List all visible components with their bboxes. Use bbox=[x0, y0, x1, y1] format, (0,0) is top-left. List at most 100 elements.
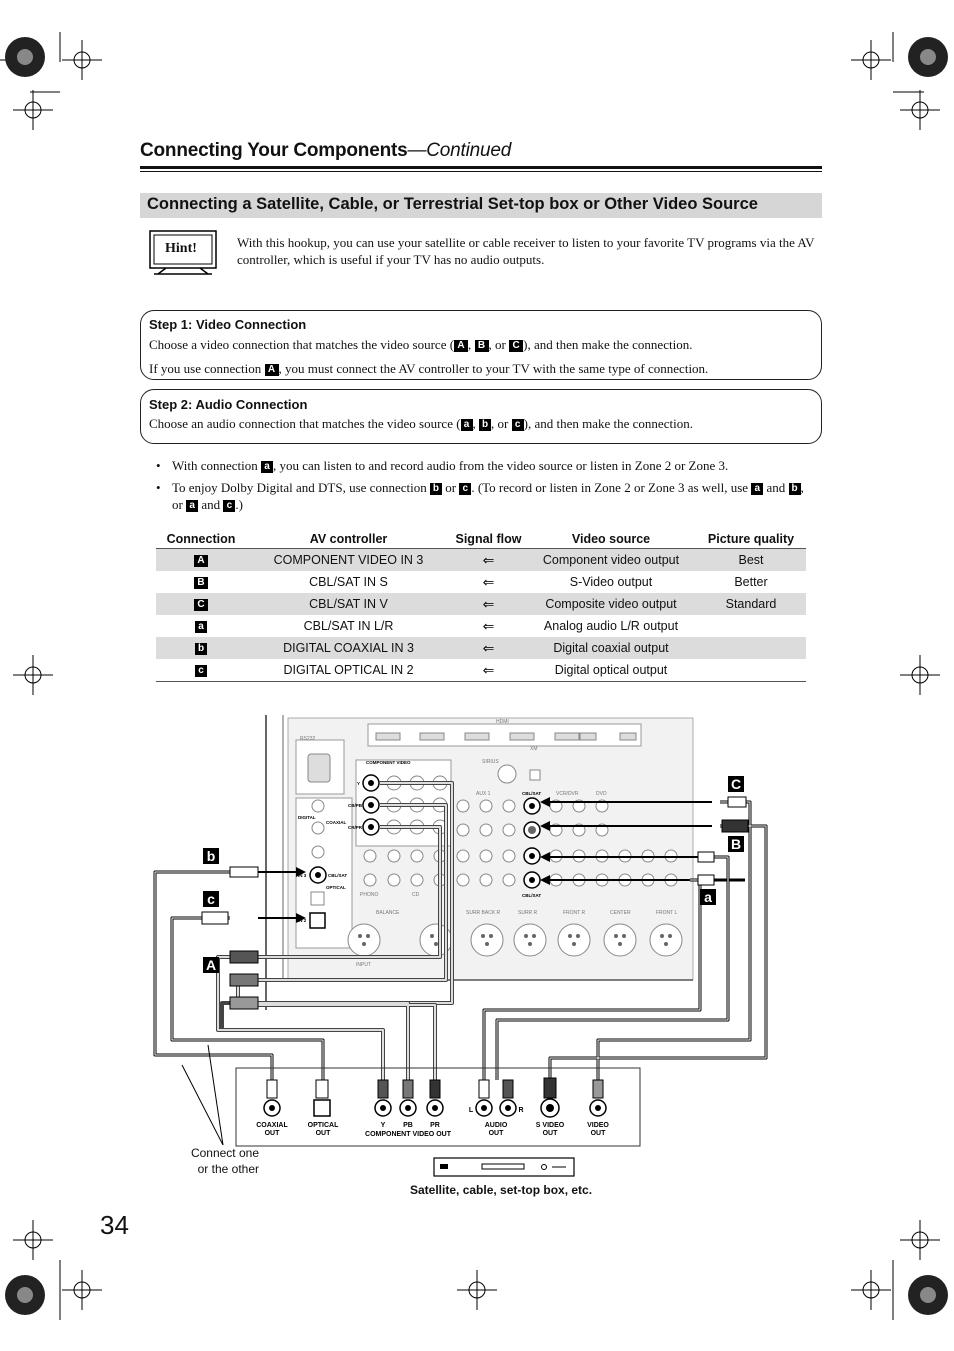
panel-label-surr-r: SURR R bbox=[518, 910, 538, 916]
panel-label-balance: BALANCE bbox=[376, 910, 400, 916]
set-top-box-icon bbox=[433, 1157, 575, 1177]
table-header-row: Connection AV controller Signal flow Vid… bbox=[156, 530, 806, 549]
av-controller-rear-panel: HDMI RS232 SIRIUS XM AUX 1 VCR/DVR DVD P… bbox=[265, 715, 694, 1010]
panel-label-input: INPUT bbox=[356, 962, 371, 968]
step1-line2: If you use connection A, you must connec… bbox=[149, 361, 709, 376]
picture-quality-cell: Best bbox=[696, 548, 806, 571]
bullet-item-2: •To enjoy Dolby Digital and DTS, use con… bbox=[156, 479, 804, 512]
signal-flow-arrow: ⇐ bbox=[451, 637, 526, 659]
panel-label-dvd: DVD bbox=[596, 791, 607, 797]
av-controller-cell: COMPONENT VIDEO IN 3 bbox=[246, 548, 451, 571]
jack-label-y: Y bbox=[381, 1122, 386, 1129]
picture-quality-cell: Better bbox=[734, 575, 768, 589]
table-header-connection: Connection bbox=[156, 530, 246, 549]
signal-flow-arrow: ⇐ bbox=[482, 573, 495, 590]
connection-letter: c bbox=[195, 665, 207, 677]
signal-flow-arrow: ⇐ bbox=[451, 659, 526, 682]
table-header-video-source: Video source bbox=[526, 530, 696, 549]
step2-box: Step 2: Audio Connection Choose an audio… bbox=[140, 389, 822, 444]
jack-label-pb: PB bbox=[403, 1122, 413, 1129]
jack-label-l: L bbox=[469, 1107, 474, 1114]
jack-label-coaxial-out-1: COAXIAL bbox=[256, 1122, 288, 1129]
video-source-cell: Digital optical output bbox=[526, 659, 696, 682]
panel-label-cbl-sat-lower: CBL/SAT bbox=[522, 893, 541, 898]
page-header-title: Connecting Your Components—Continued bbox=[140, 140, 512, 161]
hint-label: Hint! bbox=[165, 241, 197, 256]
panel-label-rs232: RS232 bbox=[300, 736, 316, 742]
step1-box: Step 1: Video Connection Choose a video … bbox=[140, 310, 822, 380]
panel-label-digital: DIGITAL bbox=[298, 815, 316, 820]
panel-label-in2: IN 2 bbox=[298, 918, 307, 923]
panel-label-surr-back-r: SURR BACK R bbox=[466, 910, 501, 916]
connection-letter: a bbox=[195, 621, 207, 633]
picture-quality-cell bbox=[696, 659, 806, 682]
table-header-picture-quality: Picture quality bbox=[696, 530, 806, 549]
panel-label-vcr-dvr: VCR/DVR bbox=[556, 791, 579, 797]
header-rule-thin bbox=[140, 171, 822, 172]
panel-label-sirius: SIRIUS bbox=[482, 759, 499, 765]
table-row: a CBL/SAT IN L/R ⇐ Analog audio L/R output bbox=[156, 615, 806, 637]
panel-label-cd: CD bbox=[412, 892, 420, 898]
connection-table: Connection AV controller Signal flow Vid… bbox=[156, 530, 806, 682]
av-controller-cell: CBL/SAT IN S bbox=[309, 575, 388, 589]
header-rule bbox=[140, 166, 822, 169]
panel-label-cr-pr: CR/PR bbox=[348, 825, 363, 830]
video-source-cell: Component video output bbox=[526, 548, 696, 571]
video-source-cell: Analog audio L/R output bbox=[543, 619, 679, 633]
panel-label-phono: PHONO bbox=[360, 892, 378, 898]
video-source-cell: Composite video output bbox=[526, 593, 696, 615]
connection-letter: C bbox=[194, 599, 208, 611]
av-controller-cell: CBL/SAT IN L/R bbox=[303, 619, 394, 633]
callout-c: c bbox=[207, 891, 215, 907]
panel-label-xm: XM bbox=[530, 746, 538, 752]
callout-b: b bbox=[207, 848, 216, 864]
panel-label-in3: IN 3 bbox=[298, 873, 307, 878]
jack-label-video-out-1: VIDEO bbox=[587, 1122, 609, 1129]
callout-a: a bbox=[704, 889, 712, 905]
step1-title: Step 1: Video Connection bbox=[149, 317, 307, 332]
step1-line1: Choose a video connection that matches t… bbox=[149, 337, 693, 352]
panel-label-aux1: AUX 1 bbox=[476, 791, 491, 797]
panel-label-cbl-sat-coax: CBL/SAT bbox=[328, 873, 347, 878]
panel-label-coaxial: COAXIAL bbox=[326, 820, 347, 825]
hint-tv-icon bbox=[149, 230, 217, 275]
picture-quality-cell bbox=[696, 637, 806, 659]
signal-flow-arrow: ⇐ bbox=[482, 617, 495, 634]
panel-label-component-video: COMPONENT VIDEO bbox=[366, 760, 411, 765]
connection-letter: A bbox=[194, 555, 208, 567]
table-header-av-controller: AV controller bbox=[246, 530, 451, 549]
video-source-cell: S-Video output bbox=[569, 575, 653, 589]
jack-label-component-video-out: COMPONENT VIDEO OUT bbox=[365, 1131, 452, 1138]
panel-label-front-l: FRONT L bbox=[656, 910, 678, 916]
bullet-list: •With connection a, you can listen to an… bbox=[156, 457, 816, 518]
section-title: Connecting a Satellite, Cable, or Terres… bbox=[147, 195, 758, 213]
callout-B: B bbox=[731, 836, 741, 852]
panel-label-front-r: FRONT R bbox=[563, 910, 586, 916]
jack-label-audio-out-1: AUDIO bbox=[485, 1122, 508, 1129]
table-header-signal-flow: Signal flow bbox=[451, 530, 526, 549]
jack-label-video-out-2: OUT bbox=[591, 1130, 607, 1137]
bullet-item-1: •With connection a, you can listen to an… bbox=[156, 458, 729, 473]
page-number: 34 bbox=[100, 1210, 129, 1240]
jack-label-s-video-out-1: S VIDEO bbox=[536, 1122, 565, 1129]
table-row: B CBL/SAT IN S ⇐ S-Video output Better bbox=[156, 571, 806, 593]
step2-title: Step 2: Audio Connection bbox=[149, 397, 308, 412]
step2-line1: Choose an audio connection that matches … bbox=[149, 416, 693, 431]
jack-label-audio-out-2: OUT bbox=[489, 1130, 505, 1137]
panel-label-y: Y bbox=[357, 781, 360, 786]
jack-label-optical-out-1: OPTICAL bbox=[308, 1122, 339, 1129]
connect-one-note-line2: or the other bbox=[197, 1162, 259, 1176]
panel-label-center: CENTER bbox=[610, 910, 631, 916]
connection-letter: B bbox=[194, 577, 208, 589]
connect-one-note: Connect one or the other bbox=[175, 1145, 259, 1177]
panel-label-cbl-sat: CBL/SAT bbox=[522, 791, 541, 796]
jack-label-coaxial-out-2: OUT bbox=[265, 1130, 281, 1137]
av-controller-cell: DIGITAL COAXIAL IN 3 bbox=[246, 637, 451, 659]
connection-letter: b bbox=[195, 643, 207, 655]
